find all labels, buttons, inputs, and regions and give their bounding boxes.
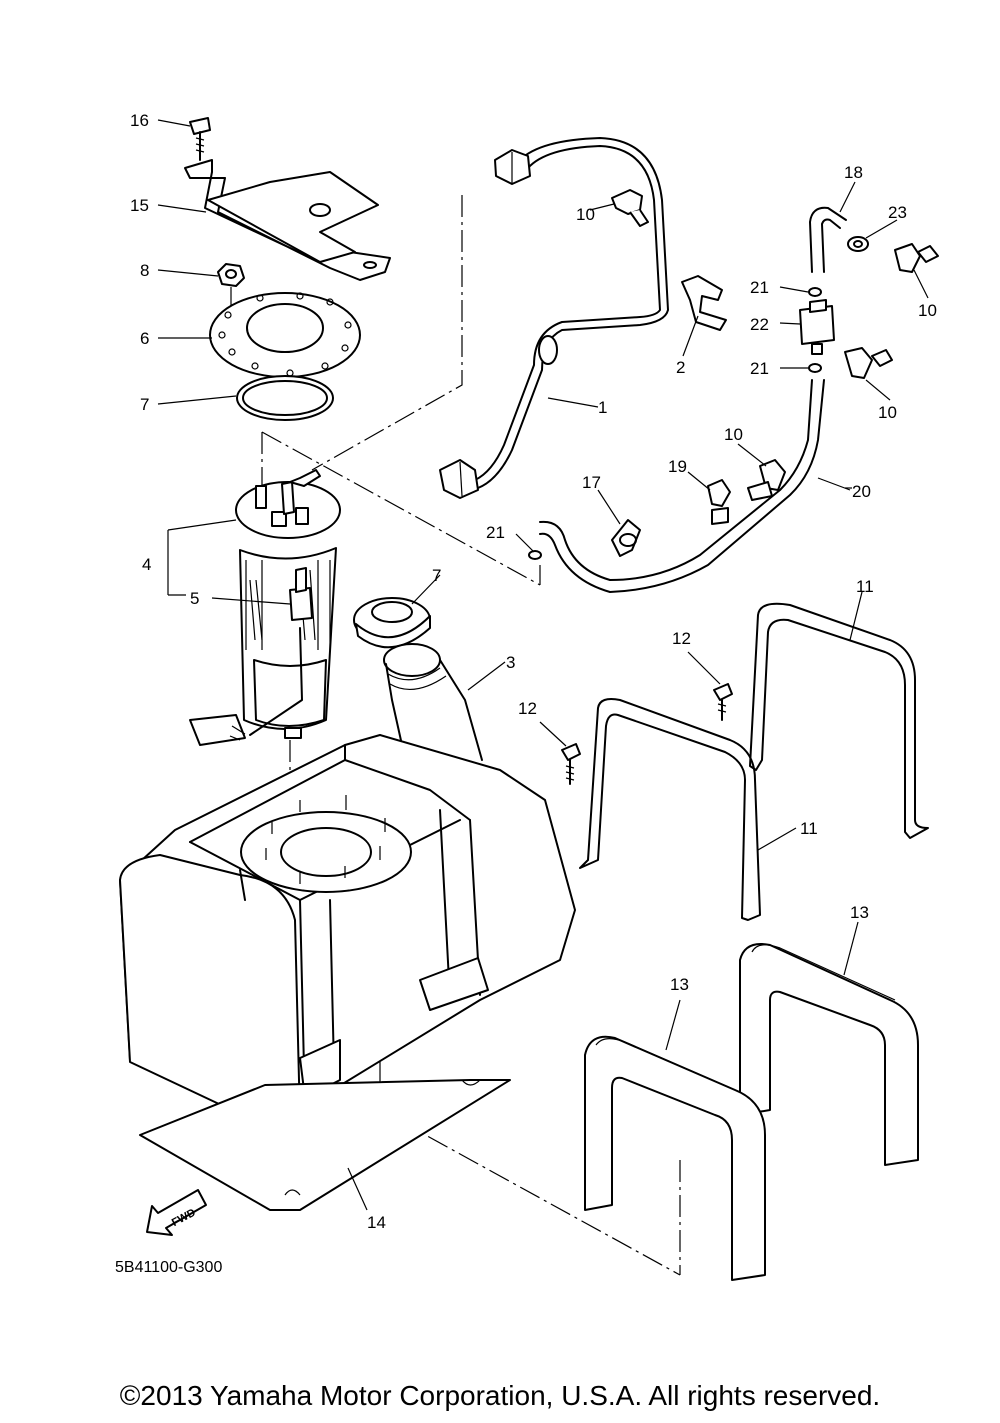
callout-15: 15 [130, 196, 149, 215]
callout-4: 4 [142, 555, 151, 574]
callout-23: 23 [888, 203, 907, 222]
part-16-bolt[interactable] [189, 117, 211, 161]
diagram-code: 5B41100-G300 [115, 1259, 222, 1276]
fuel-tank[interactable] [119, 734, 576, 1129]
part-19-clamp[interactable] [707, 479, 731, 525]
leader-lines [157, 119, 929, 1211]
callout-10-a: 10 [576, 205, 595, 224]
part-10-clip-upper[interactable] [611, 189, 649, 227]
callout-21-a: 21 [750, 278, 769, 297]
part-13-pad-lower[interactable] [584, 1035, 766, 1281]
part-20-breather-hose[interactable] [539, 379, 825, 593]
callout-14: 14 [367, 1213, 386, 1232]
callout-10-c: 10 [878, 403, 897, 422]
parts-diagram: 16 15 8 6 7 1 2 3 4 5 7 10 10 10 10 11 1… [115, 111, 939, 1281]
part-9-cap[interactable] [353, 597, 431, 649]
part-21-clip-c[interactable] [528, 550, 542, 560]
part-21-clip-a[interactable] [808, 287, 822, 297]
callout-21-b: 21 [750, 359, 769, 378]
callout-11-a: 11 [856, 577, 874, 596]
part-11-strap-upper[interactable] [749, 602, 929, 839]
part-3-filler-neck[interactable] [383, 643, 483, 761]
part-2-holder[interactable] [681, 275, 727, 331]
callout-20: 20 [852, 482, 871, 501]
callout-5: 5 [190, 589, 199, 608]
part-13-pad-upper[interactable] [739, 943, 919, 1166]
part-21-clip-b[interactable] [808, 363, 822, 373]
callout-1: 1 [598, 398, 607, 417]
part-22-filter[interactable] [799, 299, 835, 355]
callout-3: 3 [506, 653, 515, 672]
part-23-grommet[interactable] [847, 236, 869, 252]
callout-11-b: 11 [800, 819, 818, 838]
part-12-bolt-upper[interactable] [713, 683, 733, 721]
callout-7: 7 [140, 395, 149, 414]
part-18-hose[interactable] [809, 206, 847, 273]
callout-19: 19 [668, 457, 687, 476]
callout-16: 16 [130, 111, 149, 130]
callout-18: 18 [844, 163, 863, 182]
part-7-gasket[interactable] [236, 375, 334, 421]
part-12-bolt-lower[interactable] [561, 743, 581, 785]
callout-13-a: 13 [850, 903, 869, 922]
callout-2: 2 [676, 358, 685, 377]
callout-22: 22 [750, 315, 769, 334]
part-5-level-sender[interactable] [289, 567, 313, 621]
callout-9: 7 [432, 566, 441, 585]
callout-12-a: 12 [672, 629, 691, 648]
callout-17: 17 [582, 473, 601, 492]
part-1-fuel-hose[interactable] [439, 137, 669, 499]
callout-labels: 16 15 8 6 7 1 2 3 4 5 7 10 10 10 10 11 1… [130, 111, 937, 1232]
callout-6: 6 [140, 329, 149, 348]
part-10-clip-mid[interactable] [844, 347, 893, 379]
part-10-clip-lower[interactable] [747, 459, 786, 501]
part-15-bracket[interactable] [184, 159, 391, 281]
copyright-notice: ©2013 Yamaha Motor Corporation, U.S.A. A… [119, 1380, 881, 1411]
fwd-arrow-icon: FWD [146, 1189, 207, 1236]
part-4-fuel-pump[interactable] [189, 469, 341, 746]
callout-8: 8 [140, 261, 149, 280]
part-11-strap-lower[interactable] [579, 698, 761, 921]
part-6-plate[interactable] [209, 292, 361, 378]
callout-10-b: 10 [918, 301, 937, 320]
part-14-tray[interactable] [139, 1079, 511, 1211]
callout-10-d: 10 [724, 425, 743, 444]
part-10-clip-right[interactable] [894, 243, 939, 273]
part-17-clamp[interactable] [611, 519, 641, 557]
callout-13-b: 13 [670, 975, 689, 994]
callout-12-b: 12 [518, 699, 537, 718]
callout-21-c: 21 [486, 523, 505, 542]
